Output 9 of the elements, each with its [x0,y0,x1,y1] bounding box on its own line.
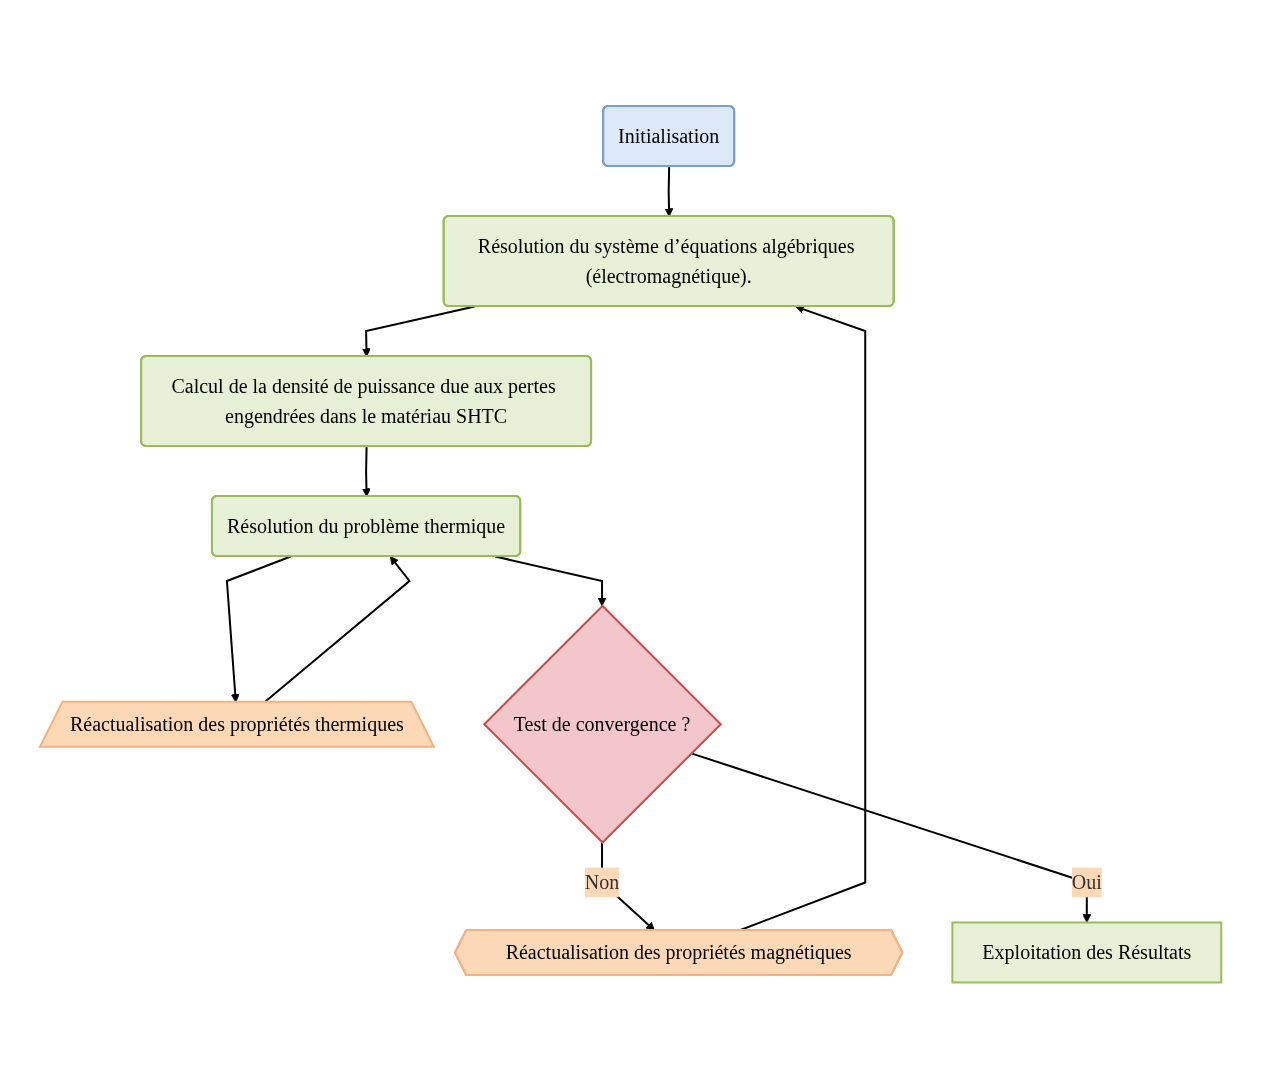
edge-label: Oui [1071,871,1102,894]
arrow [664,165,674,217]
arrow [690,752,1092,923]
arrow [361,445,371,497]
edge-label: Non [584,871,620,894]
node-box: Exploitation des Résultats [951,921,1223,984]
arrow [494,555,607,607]
node-diamond: Test de convergence ? [482,604,723,844]
arrow [361,305,476,357]
